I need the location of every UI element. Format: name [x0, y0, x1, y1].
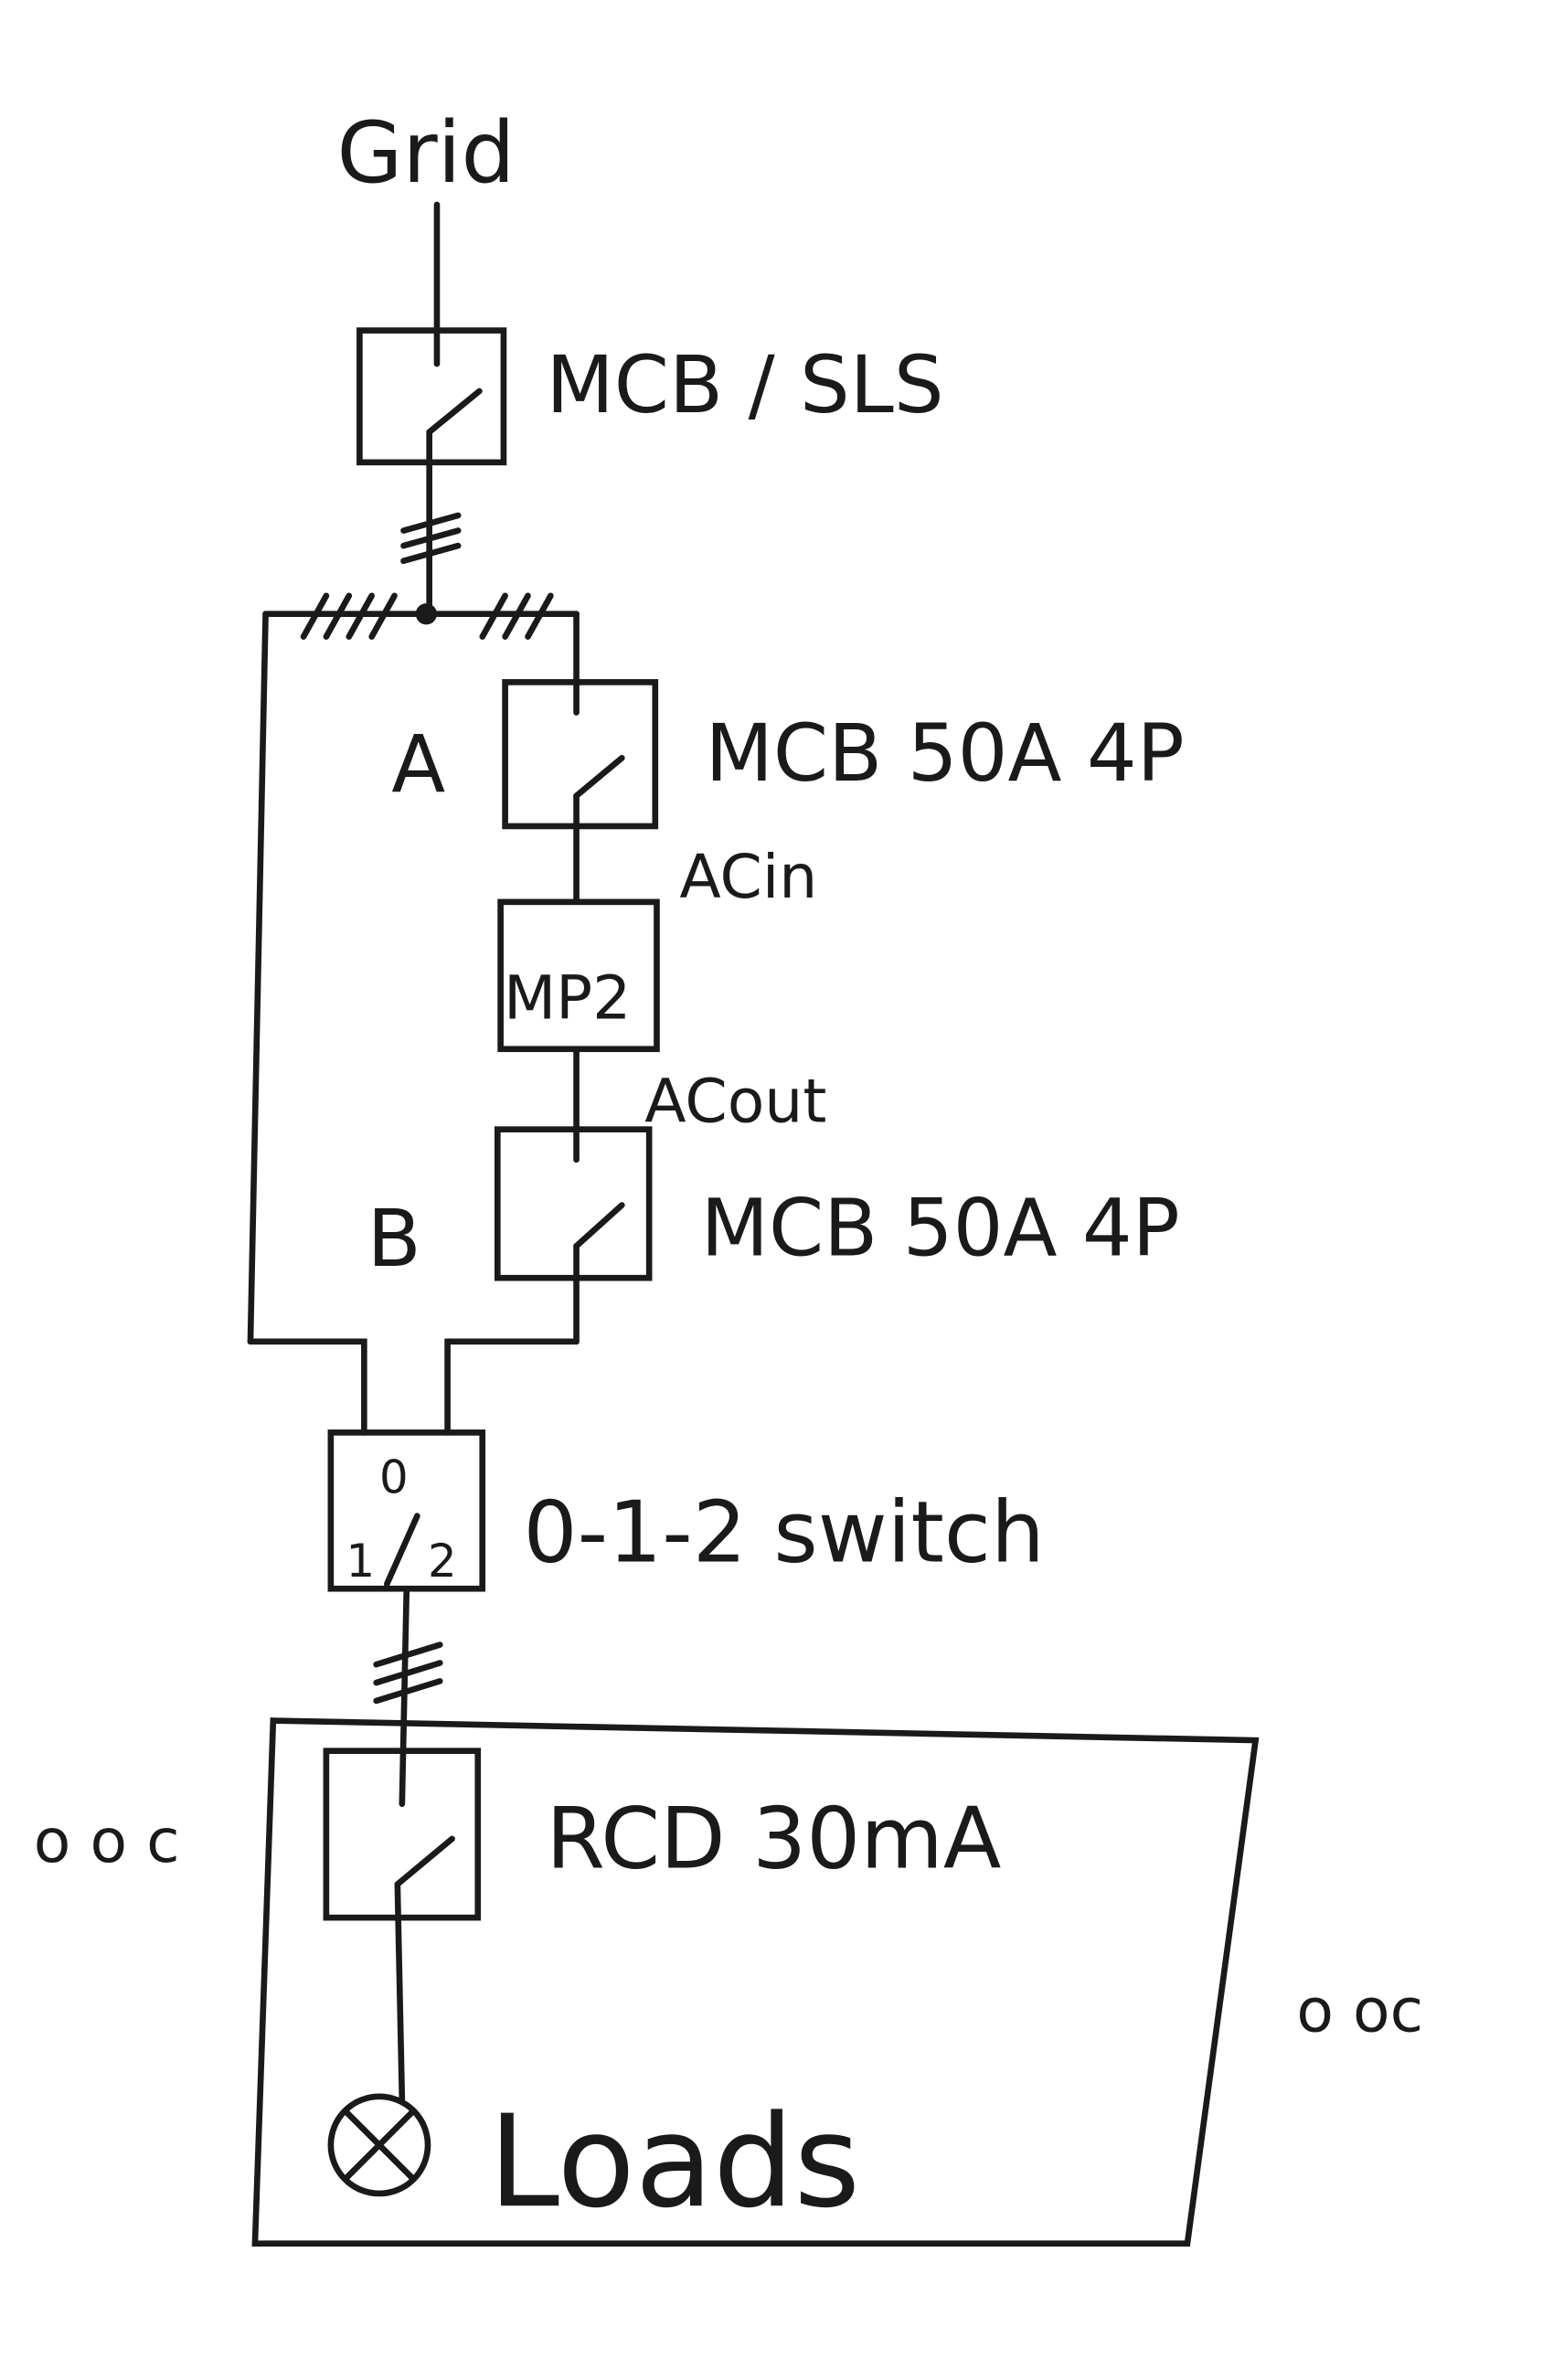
grid-label: Grid	[337, 103, 516, 202]
margin-mark-left: o o c	[34, 1805, 180, 1876]
inverter-label: MP2	[504, 962, 631, 1034]
rcd-label: RCD 30mA	[546, 1789, 1001, 1887]
margin-mark-right: o oc	[1296, 1975, 1423, 2046]
breaker-a-symbol	[502, 679, 659, 906]
distribution-enclosure	[251, 1717, 1260, 2247]
switch-output-line	[373, 1585, 443, 1808]
busbar	[247, 592, 580, 1345]
acin-label: ACin	[679, 841, 817, 912]
main-breaker-label: MCB / SLS	[546, 340, 943, 431]
three-phase-mark	[400, 512, 462, 564]
switch-pos-2: 2	[428, 1535, 457, 1588]
rcd-symbol	[323, 1748, 482, 2103]
breaker-b-symbol	[495, 1126, 653, 1345]
acout-label: ACout	[644, 1065, 826, 1136]
switch-pos-1: 1	[346, 1535, 375, 1588]
changeover-switch-label: 0-1-2 switch	[524, 1482, 1045, 1581]
main-breaker-symbol	[356, 327, 507, 618]
switch-contact-icon	[383, 1513, 420, 1588]
branch-a-label: A	[391, 719, 445, 811]
switch-pos-0: 0	[379, 1451, 409, 1504]
switch-feed-lines	[247, 1338, 580, 1436]
loads-label: Loads	[488, 2088, 860, 2236]
branch-b-label: B	[367, 1194, 421, 1285]
lamp-load-icon	[327, 2093, 431, 2197]
breaker-a-label: MCB 50A 4P	[706, 708, 1185, 800]
breaker-b-label: MCB 50A 4P	[701, 1183, 1180, 1274]
